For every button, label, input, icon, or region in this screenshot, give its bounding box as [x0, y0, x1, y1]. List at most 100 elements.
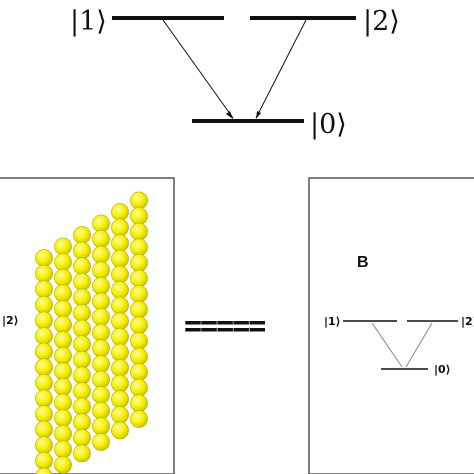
top-level-diagram: |1⟩ |2⟩ |0⟩ — [70, 6, 400, 140]
atom-sphere — [130, 378, 148, 397]
atom-sphere — [35, 264, 53, 283]
atom-sphere — [35, 467, 53, 474]
right-level-1-label: |1⟩ — [324, 315, 341, 328]
atom-sphere — [111, 281, 129, 299]
atom-sphere — [92, 276, 110, 295]
atom-sphere — [73, 288, 91, 307]
atom-sphere — [73, 257, 91, 276]
left-panel-state-label: |2⟩ — [2, 314, 19, 327]
atom-sphere — [130, 269, 148, 288]
top-level-2-label: |2⟩ — [363, 6, 400, 37]
top-decay-arrow-1 — [162, 19, 234, 119]
atom-sphere — [92, 214, 110, 233]
atom-sphere — [35, 327, 53, 345]
atom-sphere — [130, 207, 148, 226]
atom-sphere — [92, 370, 110, 389]
atom-sphere — [73, 382, 91, 400]
atom-sphere — [92, 354, 110, 373]
atom-sphere — [54, 299, 72, 318]
atom-sphere — [92, 432, 110, 451]
atom-sphere — [54, 268, 72, 287]
atom-sphere — [35, 295, 53, 314]
top-level-1-label: |1⟩ — [70, 6, 107, 37]
atom-sphere — [111, 343, 129, 362]
atom-sphere — [92, 245, 110, 264]
right-level-2-label: |2⟩ — [461, 315, 474, 328]
atom-sphere — [54, 284, 72, 303]
atom-sphere — [54, 331, 72, 350]
atom-sphere — [92, 230, 110, 249]
right-decay-line-1 — [371, 322, 403, 368]
atom-sphere — [35, 420, 53, 439]
left-panel: |2⟩ — [0, 177, 175, 474]
equivalence-symbol: ===== — [184, 309, 265, 344]
atom-sphere — [73, 397, 91, 416]
atom-sphere — [35, 249, 53, 267]
atom-sphere — [92, 417, 110, 436]
atom-sphere — [111, 390, 129, 409]
right-panel-frame — [308, 177, 474, 474]
atom-sphere — [73, 444, 91, 463]
atom-sphere — [54, 455, 72, 474]
top-decay-arrowhead-2 — [256, 111, 261, 119]
atom-sphere — [35, 389, 53, 408]
atom-sphere — [111, 374, 129, 393]
atom-sphere — [130, 253, 148, 272]
atom-sphere — [92, 386, 110, 405]
atom-sphere — [130, 300, 148, 319]
atom-sphere — [35, 342, 53, 361]
atom-sphere — [35, 451, 53, 470]
atom-sphere — [130, 363, 148, 382]
atom-sphere — [73, 428, 91, 447]
right-decay-line-2 — [405, 322, 433, 368]
atom-sphere — [54, 424, 72, 443]
atom-sphere — [111, 312, 129, 331]
atom-sphere — [73, 366, 91, 385]
atom-sphere — [35, 405, 53, 423]
atom-sphere — [35, 311, 53, 330]
atom-sphere — [54, 377, 72, 396]
atom-sphere — [54, 237, 72, 256]
atom-lattice — [35, 191, 148, 474]
atom-sphere — [73, 272, 91, 291]
atom-sphere — [54, 409, 72, 428]
atom-sphere — [92, 308, 110, 327]
top-decay-arrowhead-1 — [226, 111, 233, 119]
atom-sphere — [73, 335, 91, 354]
atom-sphere — [92, 401, 110, 420]
atom-sphere — [111, 249, 129, 268]
atom-sphere — [111, 218, 129, 237]
atom-sphere — [130, 285, 148, 304]
atom-sphere — [130, 191, 148, 210]
atom-sphere — [35, 280, 53, 299]
atom-sphere — [111, 234, 129, 253]
atom-sphere — [54, 440, 72, 459]
atom-sphere — [73, 241, 91, 260]
atom-sphere — [54, 346, 72, 365]
atom-sphere — [111, 327, 129, 346]
atom-sphere — [111, 265, 129, 284]
atom-sphere — [35, 358, 53, 377]
atom-sphere — [130, 316, 148, 335]
atom-sphere — [130, 394, 148, 413]
atom-sphere — [111, 359, 129, 377]
atom-sphere — [35, 436, 53, 455]
atom-sphere — [130, 331, 148, 350]
atom-sphere — [54, 315, 72, 334]
atom-sphere — [54, 393, 72, 412]
atom-sphere — [111, 296, 129, 315]
atom-sphere — [73, 350, 91, 369]
atom-sphere — [92, 323, 110, 342]
right-panel-title: B — [357, 254, 369, 271]
atom-sphere — [111, 421, 129, 440]
top-decay-arrow-2 — [255, 19, 307, 119]
atom-sphere — [92, 292, 110, 311]
atom-sphere — [130, 238, 148, 257]
atom-sphere — [54, 253, 72, 272]
atom-sphere — [92, 339, 110, 358]
atom-sphere — [73, 319, 91, 338]
atom-sphere — [73, 226, 91, 244]
atom-sphere — [130, 347, 148, 366]
atom-sphere — [111, 405, 129, 424]
